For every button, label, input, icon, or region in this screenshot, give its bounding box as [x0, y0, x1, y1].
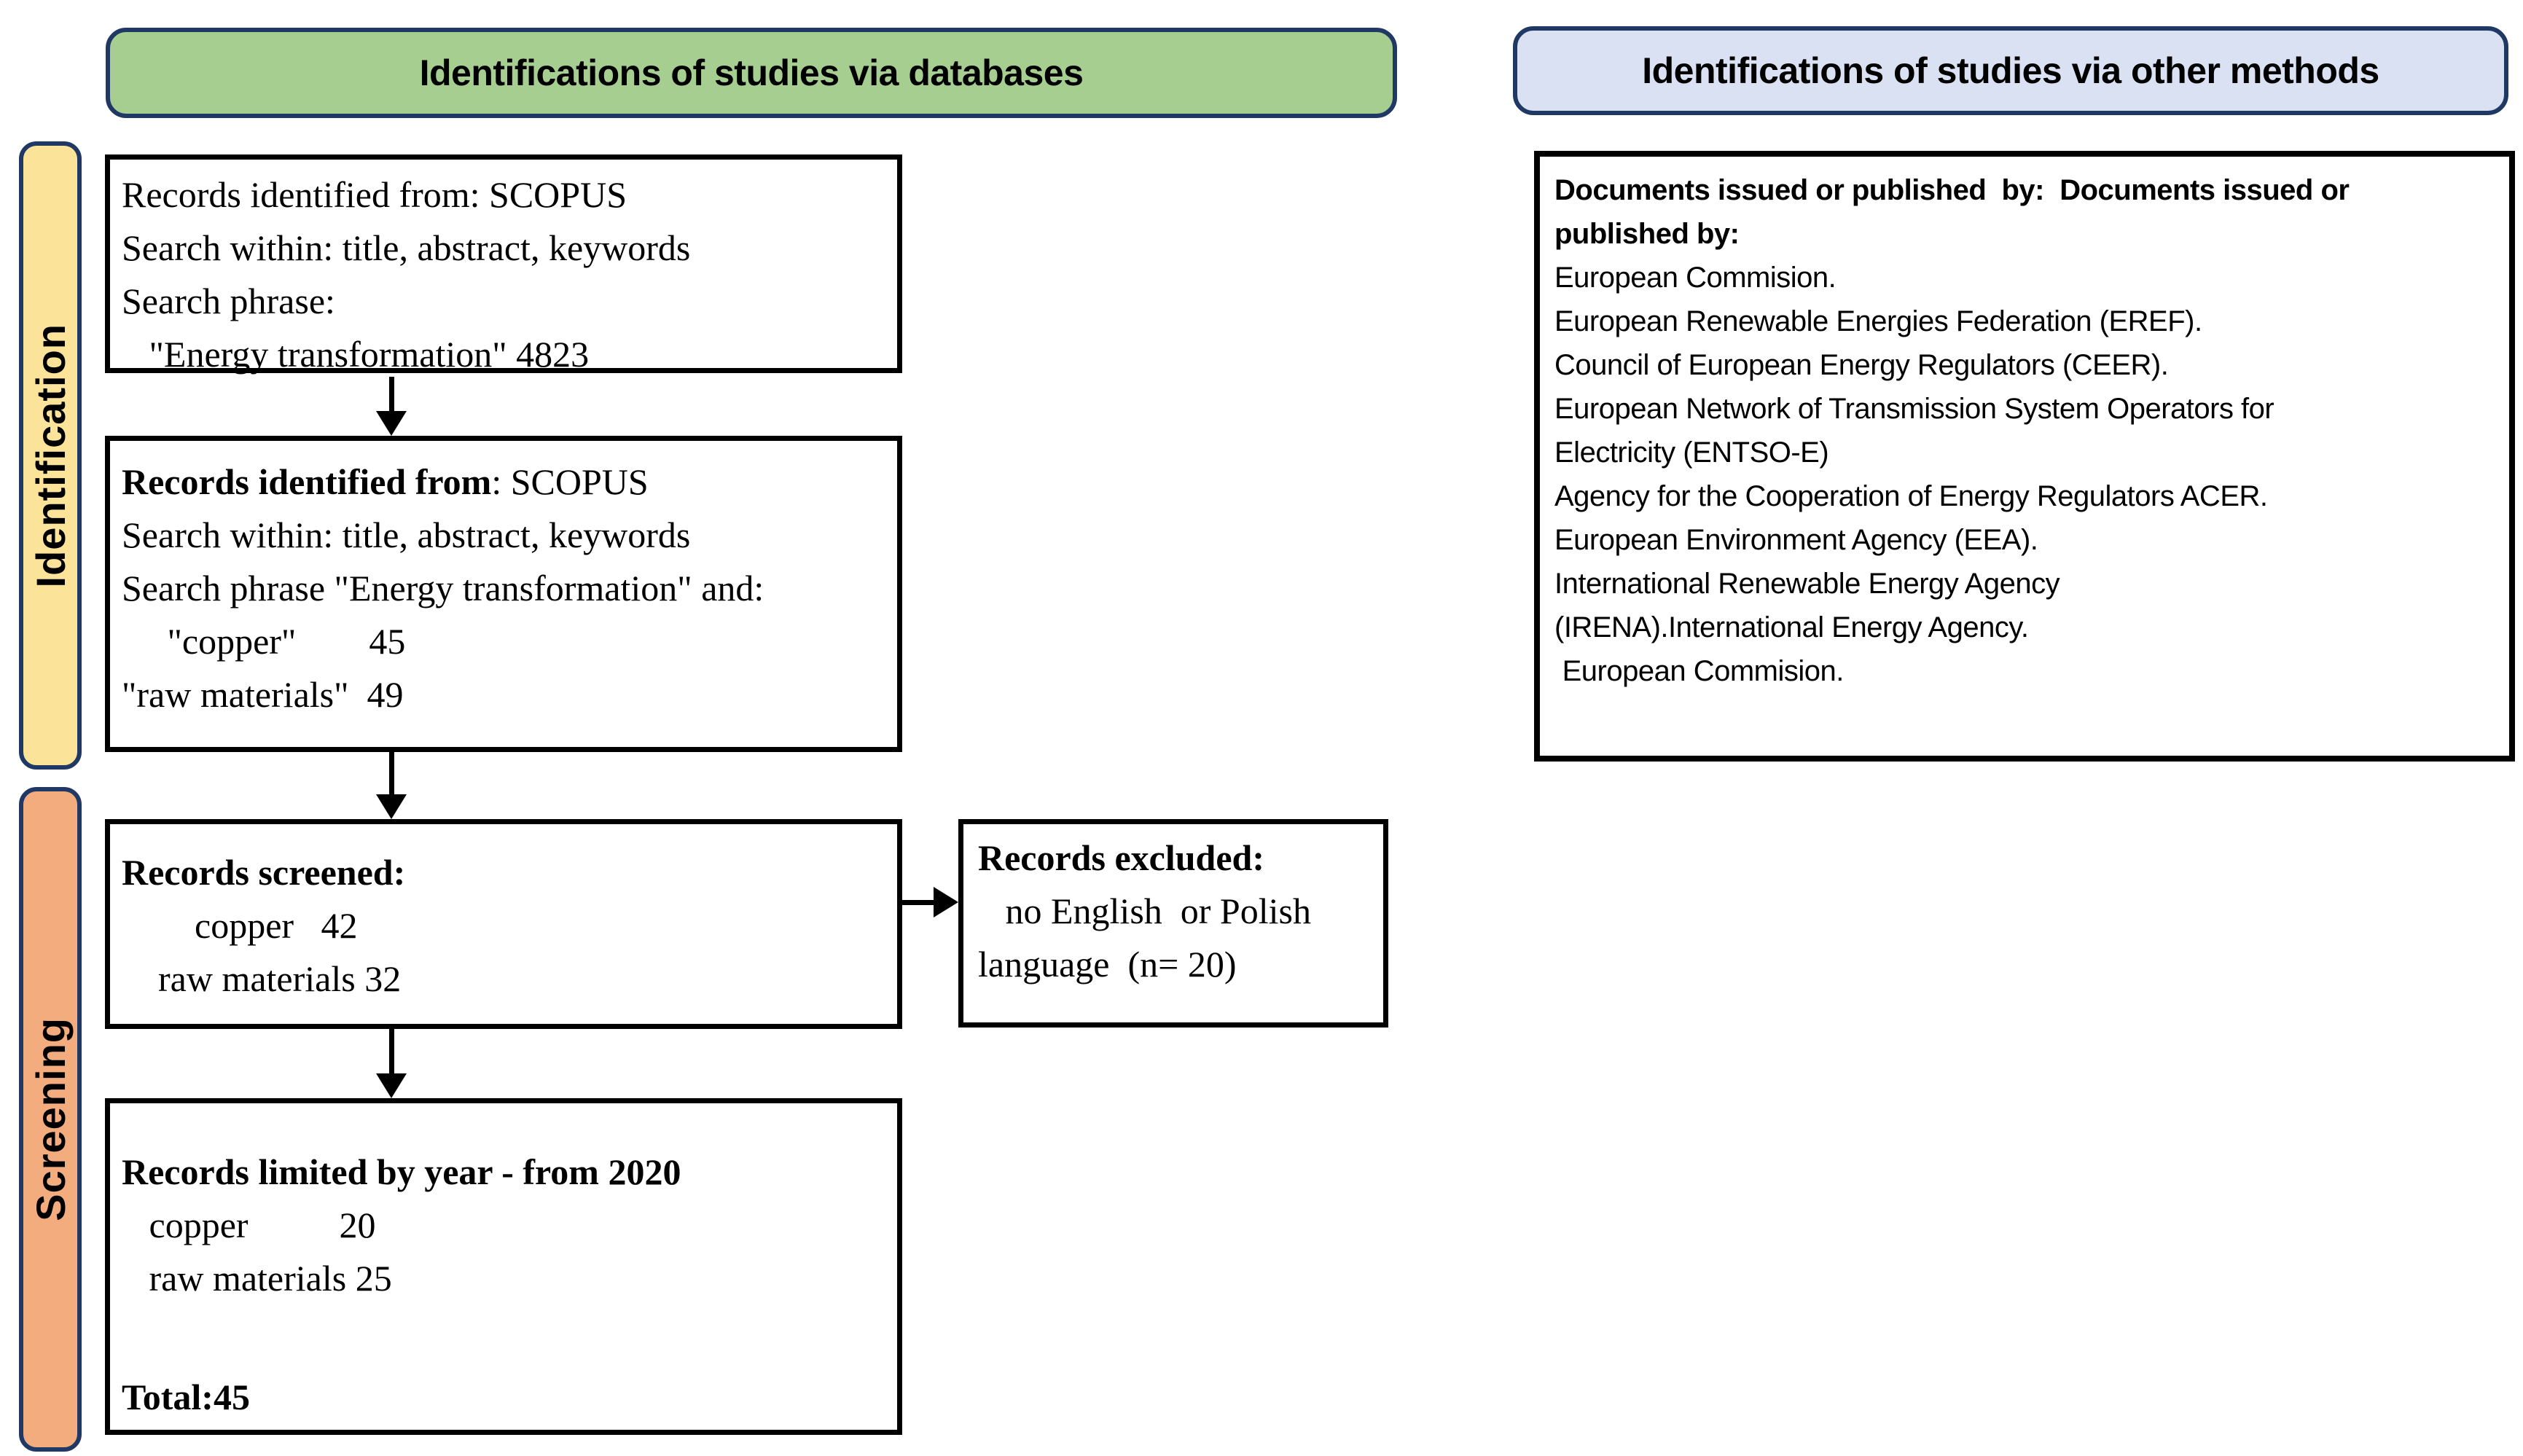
- stage-screening: Screening: [19, 787, 82, 1452]
- box2-line2: Search within: title, abstract, keywords: [122, 514, 691, 555]
- docs-item: (IRENA).International Energy Agency.: [1554, 611, 2029, 643]
- docs-item: European Network of Transmission System …: [1554, 393, 2274, 425]
- arrow-box3-to-box4-line: [389, 1029, 394, 1075]
- box1-line4: "Energy transformation" 4823: [122, 334, 590, 375]
- box4-line2: copper 20: [122, 1205, 376, 1245]
- box3-line2: copper 42: [122, 905, 358, 946]
- docs-item: Electricity (ENTSO-E): [1554, 437, 1829, 469]
- header-studies-via-other-methods: Identifications of studies via other met…: [1513, 26, 2508, 115]
- arrow-box1-to-box2-head: [376, 411, 407, 436]
- docs-item: International Renewable Energy Agency: [1554, 568, 2060, 600]
- box4-total: Total:45: [122, 1377, 250, 1417]
- arrow-box2-to-box3-head: [376, 794, 407, 819]
- stage-screening-label: Screening: [27, 1017, 74, 1221]
- docs-item: Council of European Energy Regulators (C…: [1554, 349, 2169, 381]
- box2-line1: Records identified from: SCOPUS: [122, 455, 885, 509]
- docs-item: European Commision.: [1554, 655, 1845, 687]
- header-databases-label: Identifications of studies via databases: [419, 52, 1084, 93]
- docs-item: European Environment Agency (EEA).: [1554, 524, 2038, 556]
- box2-line1-bold: Records identified from: [122, 461, 492, 502]
- box-records-identified-refined: Records identified from: SCOPUS Search w…: [105, 436, 902, 752]
- box-records-identified-initial: Records identified from: SCOPUS Search w…: [105, 154, 902, 375]
- box-records-limited-by-year: Records limited by year - from 2020 copp…: [105, 1098, 902, 1435]
- header-studies-via-databases: Identifications of studies via databases: [106, 28, 1397, 118]
- box2-line4: "copper" 45: [122, 621, 406, 662]
- header-other-methods-label: Identifications of studies via other met…: [1642, 50, 2379, 91]
- box4-line3: raw materials 25: [122, 1258, 392, 1299]
- stage-identification: Identification: [19, 141, 82, 770]
- box1-line3: Search phrase:: [122, 281, 335, 321]
- box-records-excluded: Records excluded: no English or Polish l…: [958, 819, 1388, 1028]
- box2-line5: "raw materials" 49: [122, 674, 404, 715]
- docs-title-line2: published by:: [1554, 218, 1740, 250]
- box3-line3: raw materials 32: [122, 958, 402, 999]
- excluded-line2: no English or Polish: [978, 891, 1311, 931]
- excluded-line3: language (n= 20): [978, 944, 1237, 985]
- arrow-box2-to-box3-line: [389, 752, 394, 796]
- box-documents-other-methods: Documents issued or published by: Docume…: [1534, 151, 2515, 762]
- arrow-box1-to-box2-line: [389, 377, 394, 413]
- stage-identification-label: Identification: [27, 323, 74, 588]
- box3-title: Records screened:: [122, 852, 406, 893]
- excluded-title: Records excluded:: [978, 837, 1264, 878]
- box1-line2: Search within: title, abstract, keywords: [122, 227, 691, 268]
- box4-title: Records limited by year - from 2020: [122, 1151, 681, 1192]
- arrow-box3-to-excluded-line: [902, 900, 936, 905]
- box2-line3: Search phrase "Energy transformation" an…: [122, 568, 764, 608]
- box1-line1: Records identified from: SCOPUS: [122, 174, 627, 215]
- docs-item: European Renewable Energies Federation (…: [1554, 305, 2202, 337]
- docs-item: Agency for the Cooperation of Energy Reg…: [1554, 480, 2268, 512]
- box-records-screened: Records screened: copper 42 raw material…: [105, 819, 902, 1029]
- arrow-box3-to-excluded-head: [934, 887, 958, 917]
- box2-line1-rest: : SCOPUS: [491, 461, 649, 502]
- docs-item: European Commision.: [1554, 262, 1836, 294]
- arrow-box3-to-box4-head: [376, 1073, 407, 1098]
- docs-title-line1: Documents issued or published by: Docume…: [1554, 174, 2350, 206]
